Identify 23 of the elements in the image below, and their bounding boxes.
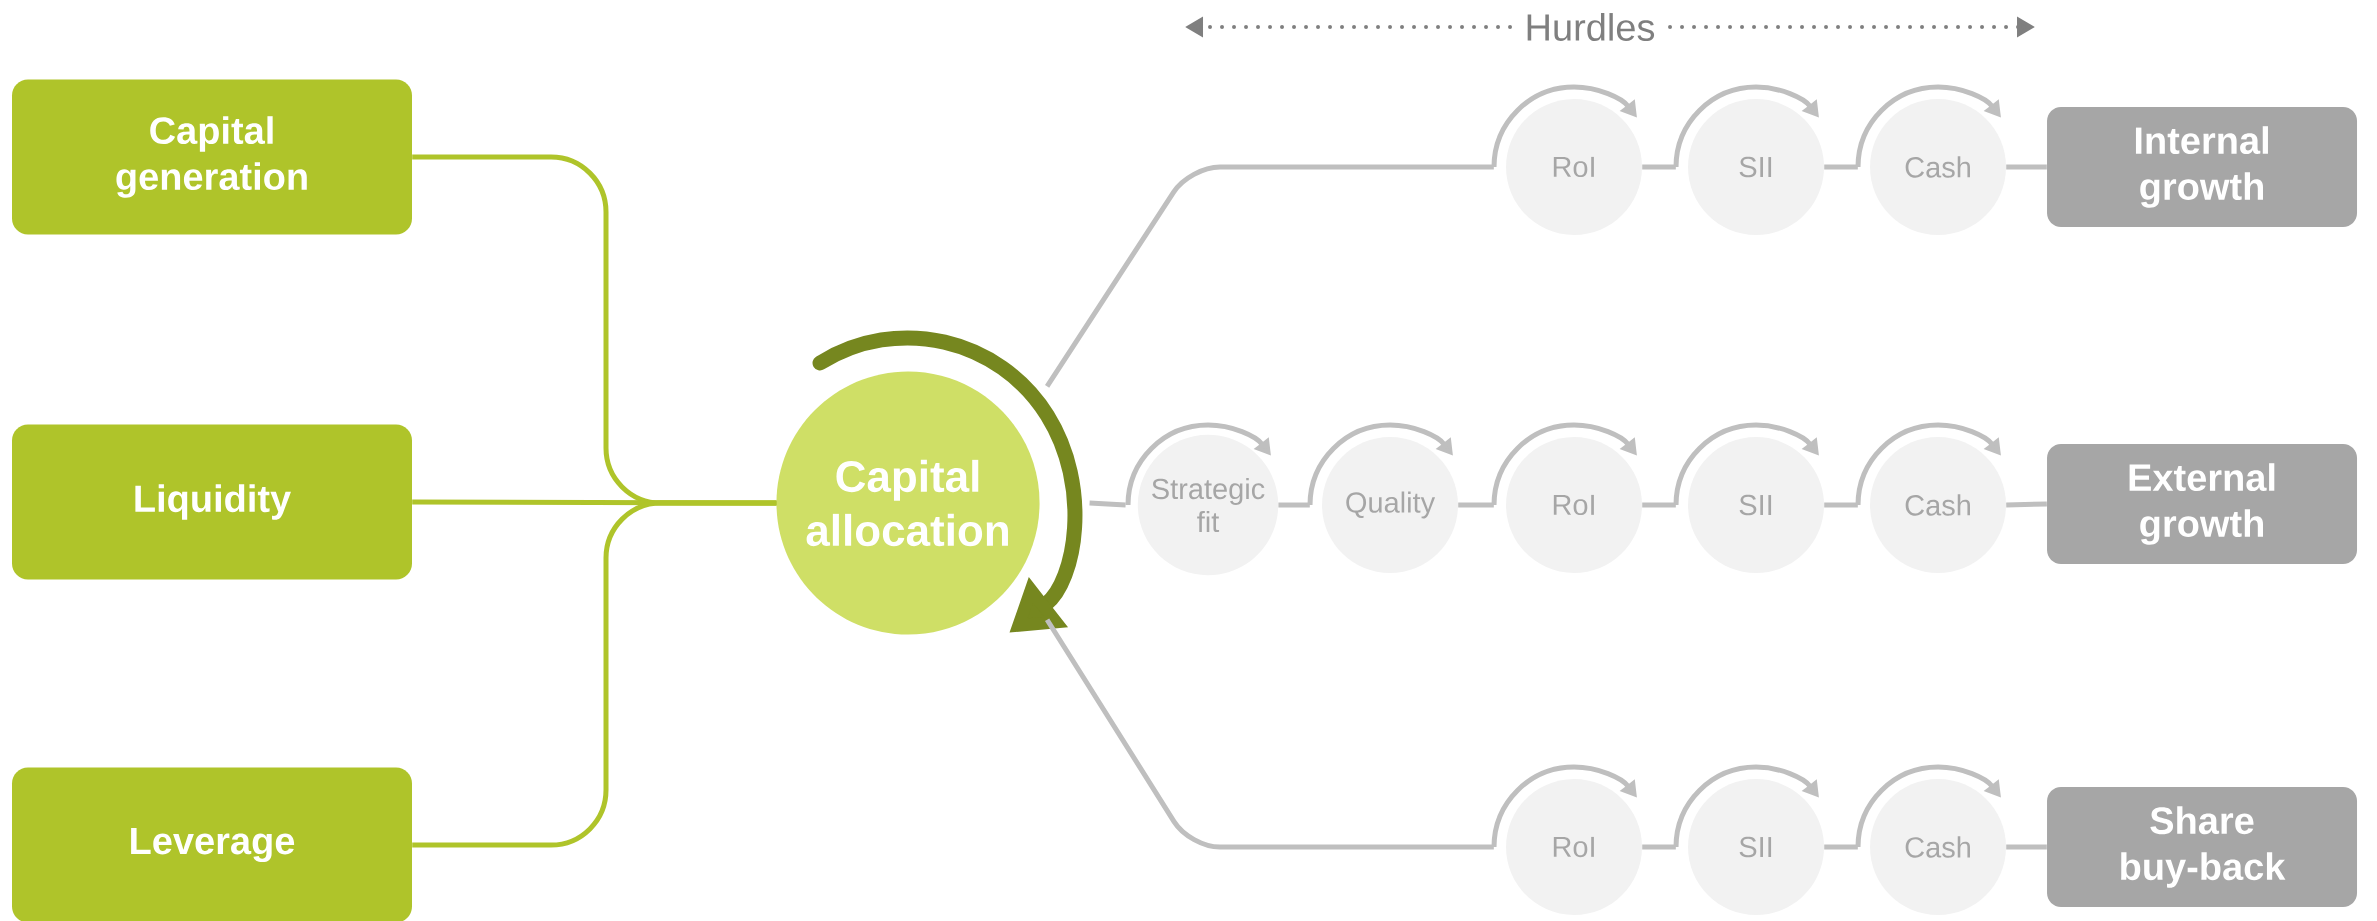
connector-line xyxy=(1824,844,1858,850)
connector-line xyxy=(1458,502,1494,508)
connector-line xyxy=(1642,502,1676,508)
outcome-box: Internal growth xyxy=(2047,107,2358,227)
connector-line xyxy=(1642,164,1676,170)
connector-line xyxy=(2006,164,2047,170)
source-box: Capital generation xyxy=(12,79,412,235)
connector-line xyxy=(1045,164,1494,388)
connector-line xyxy=(412,500,777,848)
source-box: Leverage xyxy=(12,767,412,921)
connector-line xyxy=(2006,844,2047,850)
heading-label: Hurdles xyxy=(1520,9,1660,45)
connector-line xyxy=(1824,502,1858,508)
connector-line xyxy=(1089,500,1126,508)
connector-line xyxy=(1044,618,1494,850)
connector-line xyxy=(1278,502,1310,508)
source-box: Liquidity xyxy=(12,424,412,580)
connector-line xyxy=(2006,501,2047,508)
connector-line xyxy=(412,499,777,506)
connector-line xyxy=(1642,844,1676,850)
outcome-box: External growth xyxy=(2047,444,2358,564)
outcome-box: Share buy-back xyxy=(2047,787,2358,907)
connector-line xyxy=(1824,164,1858,170)
